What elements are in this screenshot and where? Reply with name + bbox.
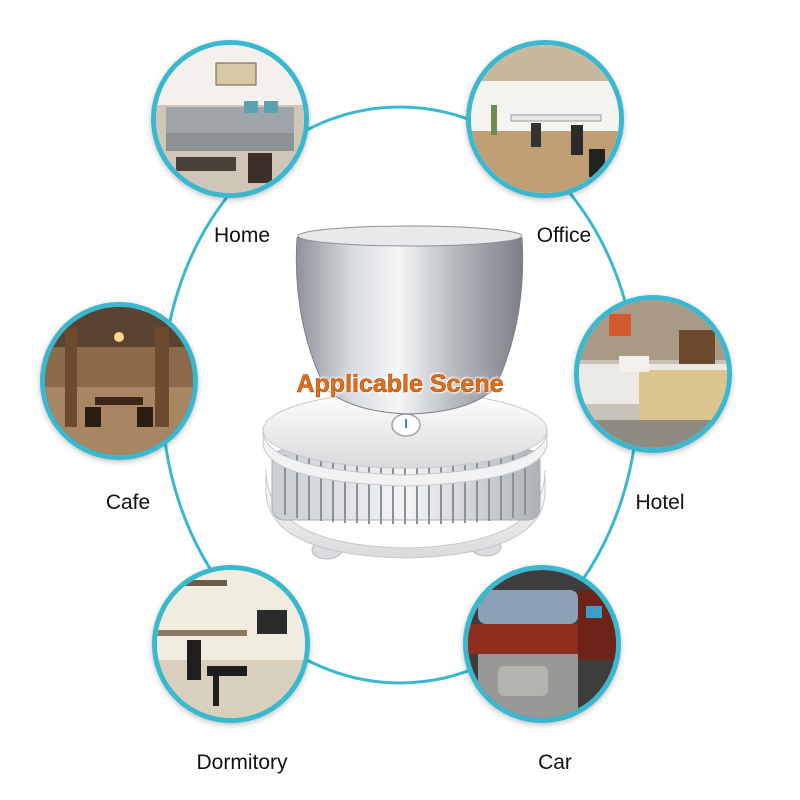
scene-cafe-circle — [40, 302, 198, 460]
headline: Applicable Scene — [296, 370, 504, 399]
cafe-photo — [45, 307, 193, 455]
scene-label-home: Home — [213, 224, 271, 247]
cup-rim — [297, 225, 523, 247]
living-room-photo — [156, 45, 304, 193]
scene-label-cafe: Cafe — [105, 491, 151, 514]
scene-dormitory-circle — [152, 565, 310, 723]
device-lower-shell — [265, 469, 546, 559]
scene-label-dormitory: Dormitory — [196, 751, 288, 774]
scene-hotel-circle — [574, 295, 732, 453]
scene-label-car: Car — [538, 751, 572, 774]
scene-label-office: Office — [536, 224, 592, 247]
power-button-icon[interactable] — [391, 413, 421, 437]
hotel-room-photo — [579, 300, 727, 448]
scene-car-circle — [463, 565, 621, 723]
dormitory-photo — [157, 570, 305, 718]
scene-label-hotel: Hotel — [635, 491, 685, 514]
scene-home-circle — [151, 40, 309, 198]
office-photo — [471, 45, 619, 193]
scene-office-circle — [466, 40, 624, 198]
car-interior-photo — [468, 570, 616, 718]
